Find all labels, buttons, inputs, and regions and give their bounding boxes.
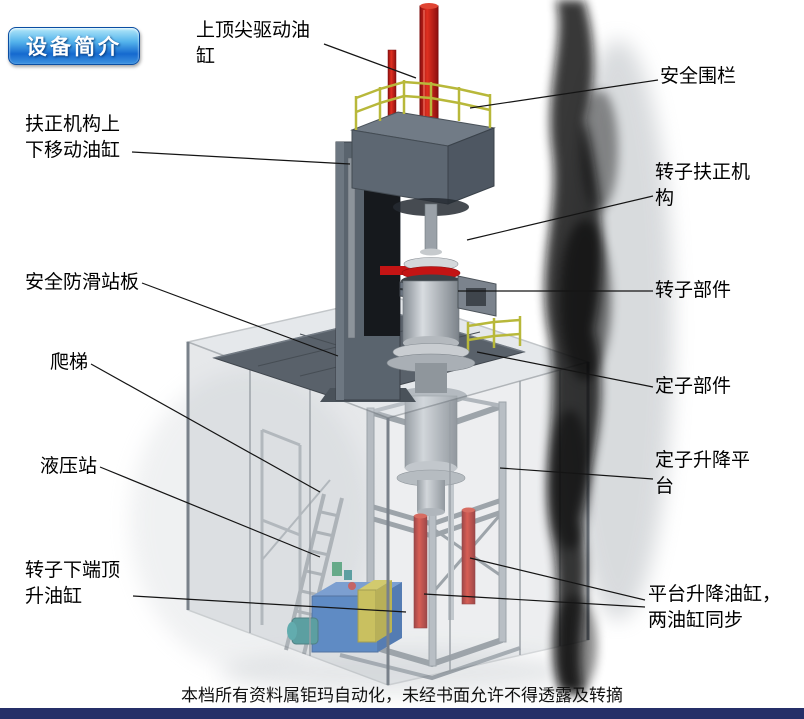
title-badge-label: 设备简介 [26,35,122,59]
footer-notice: 本档所有资料属钜玛自动化，未经书面允许不得透露及转摘 [181,686,623,705]
platform-lift-cylinders-shape [413,507,476,629]
label-ladder: 爬梯 [50,352,89,373]
rotor-assembly [386,203,497,393]
safety-fence-shape [354,80,492,130]
label-rotor-righting-mechanism: 转子扶正机构 [655,162,751,209]
leader-lines [90,43,659,613]
label-rotor-bottom-jack-cylinder: 转子下端顶升油缸 [25,560,121,607]
footer-bar [0,708,804,719]
label-stator-component: 定子部件 [655,376,732,397]
interior-frame [260,428,331,640]
enclosure-box [185,295,591,687]
label-stator-lift-platform: 定子升降平台 [655,450,751,497]
shadow-smudge [544,0,618,695]
label-safety-fence: 安全围栏 [660,66,737,87]
title-badge: 设备简介 [8,27,140,65]
label-hydraulic-station: 液压站 [40,456,98,477]
head-box [350,80,496,216]
label-anti-slip-platform: 安全防滑站板 [25,272,140,293]
label-rotor-component: 转子部件 [655,280,732,301]
label-righting-lift-cylinder: 扶正机构上下移动油缸 [25,114,121,161]
label-top-spindle-cylinder: 上顶尖驱动油缸 [196,20,311,67]
label-platform-lift-cylinders: 平台升降油缸，两油缸同步 [648,584,782,631]
